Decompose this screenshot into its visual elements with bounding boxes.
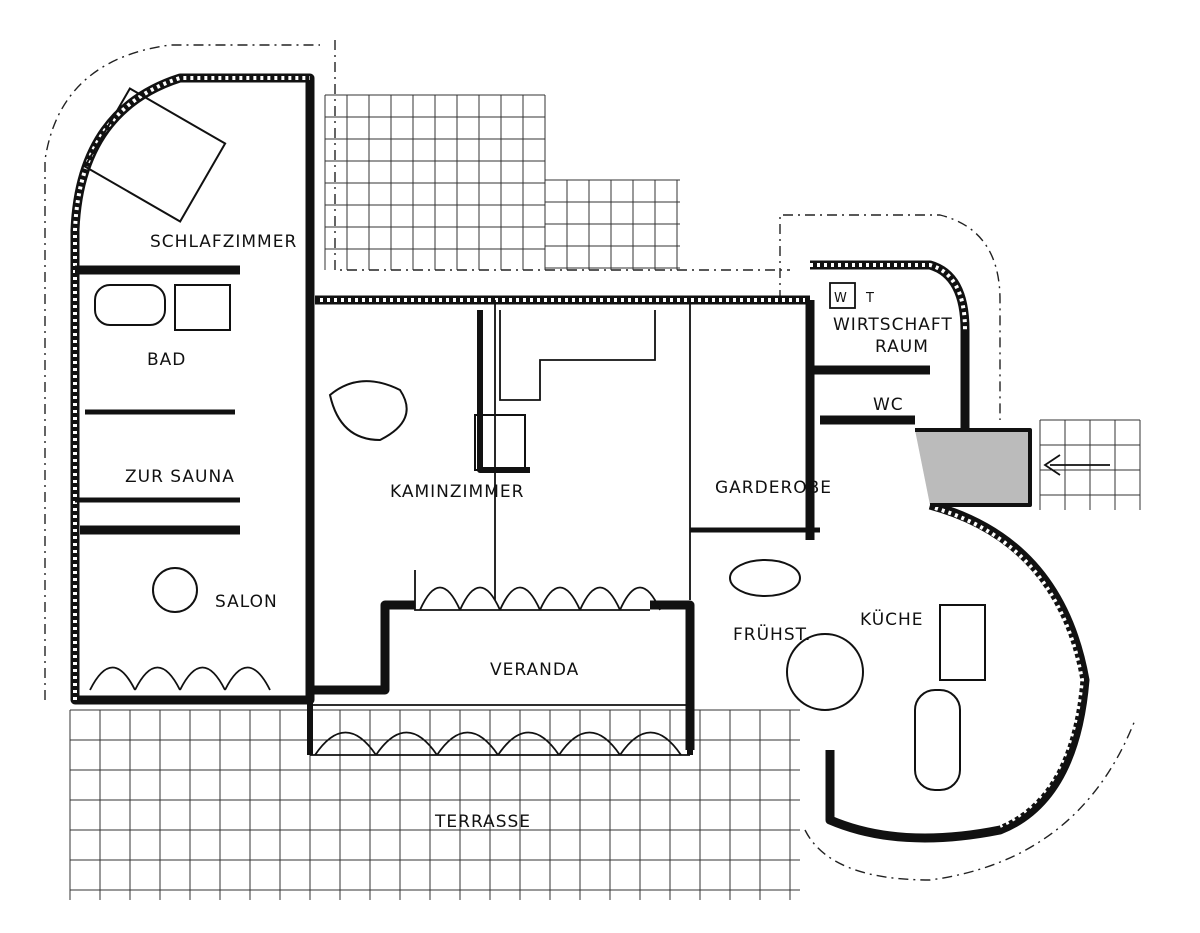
arch [497, 731, 560, 756]
arch [558, 731, 621, 756]
arch [134, 666, 181, 691]
label-veranda: VERANDA [490, 660, 579, 680]
arch [375, 731, 438, 756]
label-terrasse: TERRASSE [434, 812, 531, 832]
label-fruehstueck: FRÜHST. [733, 623, 811, 645]
arch [179, 666, 226, 691]
label-dryer: T [865, 291, 875, 306]
label-kueche: KÜCHE [860, 608, 924, 630]
arch [436, 731, 499, 756]
label-garderobe: GARDEROBE [715, 478, 832, 498]
arch [459, 586, 501, 611]
arch [314, 731, 377, 756]
label-wc: WC [873, 395, 904, 415]
arch [89, 666, 136, 691]
label-bad: BAD [147, 350, 186, 370]
label-zur-sauna: ZUR SAUNA [125, 467, 235, 487]
paving-grids [69, 94, 1141, 900]
label-wirtschaft: WIRTSCHAFT [833, 315, 953, 335]
label-raum: RAUM [875, 337, 929, 357]
label-kaminzimmer: KAMINZIMMER [390, 482, 524, 502]
arch [499, 586, 541, 611]
arch [539, 586, 581, 611]
arch [619, 731, 682, 756]
room-labels: SCHLAFZIMMER BAD ZUR SAUNA SALON KAMINZI… [125, 232, 953, 832]
label-salon: SALON [215, 592, 278, 612]
label-washer: W [834, 291, 848, 306]
arch [419, 586, 461, 611]
label-schlafzimmer: SCHLAFZIMMER [150, 232, 297, 252]
right-wing-walls [690, 260, 1110, 843]
furniture [83, 87, 986, 791]
arch [619, 586, 661, 611]
arch [579, 586, 621, 611]
arch [224, 666, 271, 691]
site-outline [44, 40, 1136, 881]
arched-windows [89, 586, 682, 756]
